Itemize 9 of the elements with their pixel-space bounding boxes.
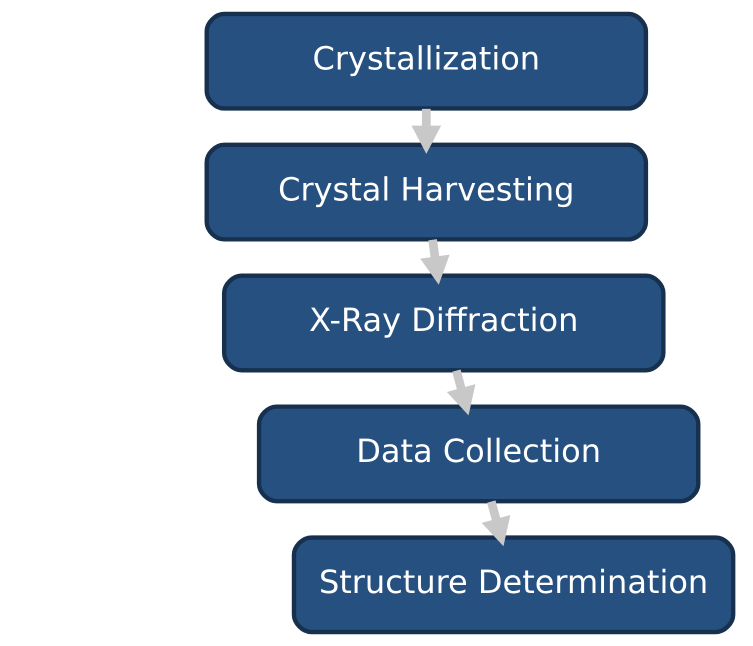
arrow <box>446 370 476 416</box>
node-box: Data Collection <box>256 404 700 504</box>
node-box: Structure Determination <box>292 535 736 634</box>
node-box: Crystallization <box>204 12 648 111</box>
arrow <box>482 500 510 546</box>
arrow <box>420 239 450 285</box>
node-box: X-Ray Diffraction <box>222 274 666 372</box>
arrow <box>411 108 442 154</box>
node-box: Crystal Harvesting <box>204 142 648 242</box>
